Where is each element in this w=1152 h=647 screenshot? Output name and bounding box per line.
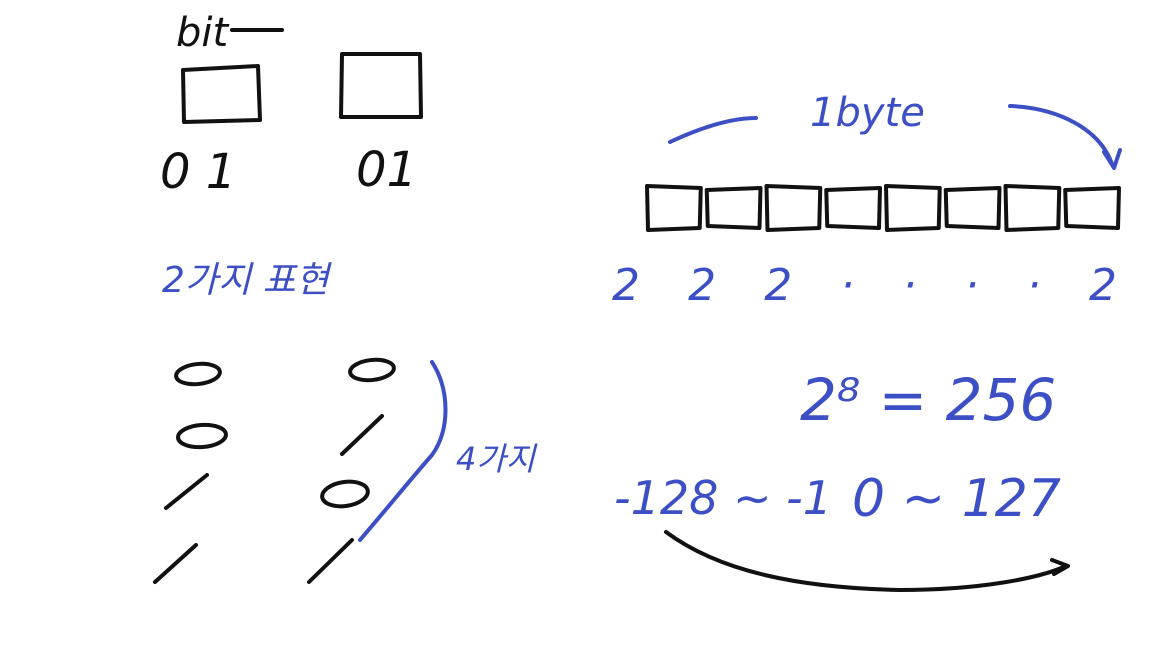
combos-bracket — [358, 360, 448, 542]
combo-4-b — [307, 538, 354, 584]
bit-box-1 — [181, 64, 262, 124]
byte-bit-box — [645, 184, 703, 232]
two-ways-label: 2가지 표현 — [162, 260, 333, 301]
range-positive: 0 ~ 127 — [852, 469, 1061, 529]
byte-boxes — [645, 184, 1121, 232]
range-negative: -128 ~ -1 — [614, 471, 832, 525]
byte-arc-arrowhead — [1102, 148, 1122, 170]
byte-bit-box — [704, 186, 763, 230]
byte-bit-box — [943, 186, 1002, 230]
byte-arc-left — [668, 116, 758, 144]
byte-label: 1byte — [810, 90, 925, 136]
twos-row: 2 2 2 · · · · 2 — [612, 260, 1117, 311]
combo-2-a — [176, 422, 228, 450]
range-arrowhead — [1050, 558, 1070, 576]
byte-bit-box — [884, 184, 942, 232]
bit-values-a: 0 1 — [160, 144, 236, 200]
bit-label: bit — [176, 10, 230, 56]
combo-3-b — [320, 479, 370, 509]
four-ways-label: 4가지 — [456, 440, 538, 478]
combo-4-a — [153, 543, 198, 584]
combo-1-b — [348, 357, 396, 383]
byte-bit-box — [1003, 184, 1062, 232]
bit-values-b: 01 — [356, 142, 417, 198]
byte-arc-right — [1008, 104, 1114, 166]
combo-2-b — [340, 414, 384, 456]
power-expression: 2⁸ = 256 — [800, 366, 1056, 434]
byte-bit-box — [1063, 186, 1121, 230]
combo-1-a — [174, 361, 222, 387]
combo-3-a — [164, 473, 209, 510]
byte-bit-box — [824, 186, 882, 230]
bit-box-2 — [339, 52, 423, 119]
range-arrow — [664, 530, 1068, 592]
byte-bit-box — [764, 184, 823, 232]
